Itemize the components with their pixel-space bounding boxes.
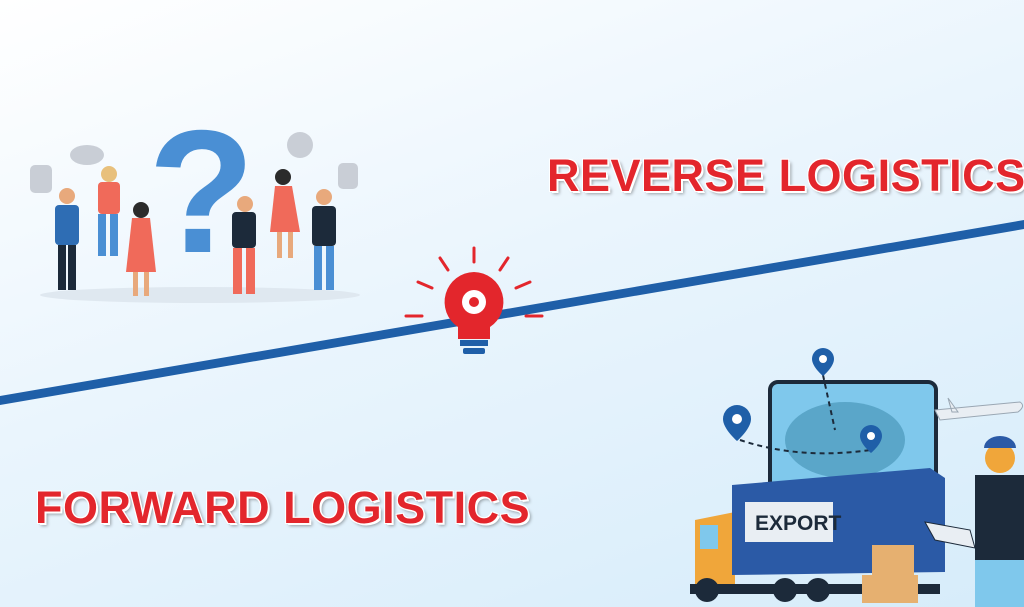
reverse-logistics-heading: REVERSE LOGISTICS — [547, 150, 1024, 201]
airplane-icon — [934, 397, 1024, 421]
confused-people-illustration: ? — [30, 95, 360, 303]
diagonal-divider — [0, 220, 1024, 405]
export-truck-illustration: EXPORT — [690, 348, 1024, 607]
forward-logistics-heading: FORWARD LOGISTICS — [35, 482, 531, 533]
export-label: EXPORT — [755, 512, 842, 535]
lightbulb-gear-icon — [404, 246, 544, 354]
